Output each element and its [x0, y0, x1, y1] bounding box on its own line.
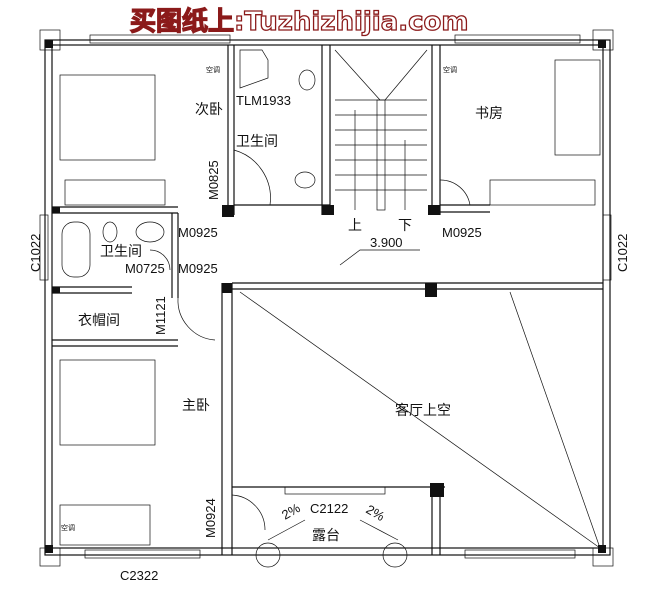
doors[interactable]: [149, 149, 471, 531]
desk-icon: [59, 504, 151, 546]
ac-label: 空调: [61, 523, 75, 532]
bed-icon: [59, 359, 156, 446]
sink-icon: [294, 171, 316, 189]
window-code-c2322: C2322: [120, 568, 158, 583]
ac-label: 空调: [443, 65, 457, 74]
bed-icon: [59, 74, 156, 161]
door-code-m0924: M0924: [203, 498, 218, 538]
room-label-cloakroom: 衣帽间: [78, 313, 120, 329]
watermark: 买图纸上:Tuzhizhijia.com: [130, 6, 469, 37]
window-code-c1022-right: C1022: [615, 234, 630, 272]
windows: [39, 34, 612, 559]
wardrobe-icon: [64, 179, 166, 206]
stair-down-label: 下: [398, 218, 412, 234]
planter-icon: [255, 542, 281, 568]
ac-label: 空调: [206, 65, 220, 74]
slope-right: 2%: [364, 502, 388, 525]
room-label-terrace: 露台: [312, 528, 340, 544]
door-code-m0925-c: M0925: [178, 261, 218, 276]
toilet-icon: [298, 69, 316, 91]
sink-icon: [135, 221, 165, 243]
staircase[interactable]: [334, 49, 428, 266]
door-code-m0925-a: M0925: [178, 225, 218, 240]
wardrobe-icon: [489, 179, 596, 206]
interior-walls: [52, 45, 603, 555]
planter-icon: [382, 542, 408, 568]
shower-icon: [239, 49, 269, 89]
toilet-icon: [102, 221, 118, 243]
stair-up-label: 上: [348, 218, 362, 234]
slope-left: 2%: [279, 500, 303, 523]
outer-walls: [39, 29, 614, 567]
bathtub-icon: [61, 221, 91, 278]
void-diagonal: [239, 291, 601, 549]
window-code-c1022-left: C1022: [28, 234, 43, 272]
room-label-master-bedroom: 主卧: [182, 398, 210, 414]
void-diagonal-2: [509, 291, 601, 549]
door-code-m0825: M0825: [206, 160, 221, 200]
room-label-bathroom-top: 卫生间: [236, 134, 278, 150]
door-code-tlm: TLM1933: [236, 93, 291, 108]
desk-icon: [554, 59, 601, 156]
room-label-living-void: 客厅上空: [395, 402, 451, 419]
door-code-m1121: M1121: [153, 296, 168, 335]
door-code-m0725: M0725: [125, 261, 165, 276]
furniture: [59, 49, 601, 568]
window-code-c2122: C2122: [310, 501, 348, 516]
slope-arrows: [267, 519, 399, 541]
door-code-m0925-b: M0925: [442, 225, 482, 240]
room-label-bathroom-left: 卫生间: [100, 244, 142, 260]
room-label-study: 书房: [475, 106, 503, 122]
level-elevation: 3.900: [370, 235, 403, 250]
room-label-second-bedroom: 次卧: [195, 102, 223, 118]
